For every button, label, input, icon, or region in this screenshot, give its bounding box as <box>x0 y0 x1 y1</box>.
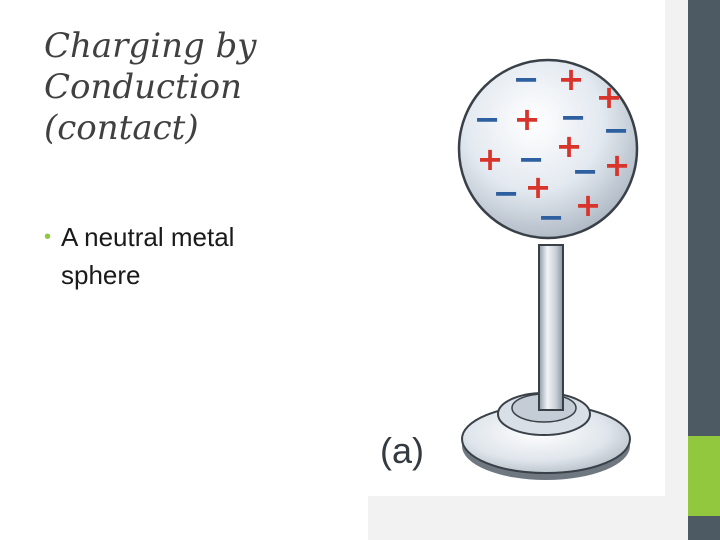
negative-charge: − <box>513 60 540 98</box>
slide-frame-bottom <box>368 496 688 540</box>
side-accent-green-block <box>688 436 720 516</box>
positive-charge: + <box>575 186 602 224</box>
panel-label: (a) <box>380 430 424 471</box>
negative-charge: − <box>493 174 520 212</box>
negative-charge: − <box>572 152 599 190</box>
negative-charge: − <box>538 198 565 236</box>
negative-charge: − <box>474 100 501 138</box>
bullet-list: • A neutral metal sphere <box>44 218 304 294</box>
positive-charge: + <box>477 140 504 178</box>
bullet-marker: • <box>44 218 51 256</box>
slide-title: Charging by Conduction (contact) <box>44 26 364 149</box>
insulating-rod <box>539 245 563 410</box>
metal-sphere-svg: −++−+−−+−+−+−+−+ (a) <box>368 0 688 496</box>
bullet-text: A neutral metal sphere <box>61 222 234 290</box>
positive-charge: + <box>514 100 541 138</box>
positive-charge: + <box>604 146 631 184</box>
bullet-item: • A neutral metal sphere <box>44 218 304 294</box>
positive-charge: + <box>558 60 585 98</box>
metal-sphere-figure: −++−+−−+−+−+−+−+ (a) <box>368 0 688 496</box>
negative-charge: − <box>603 111 630 149</box>
